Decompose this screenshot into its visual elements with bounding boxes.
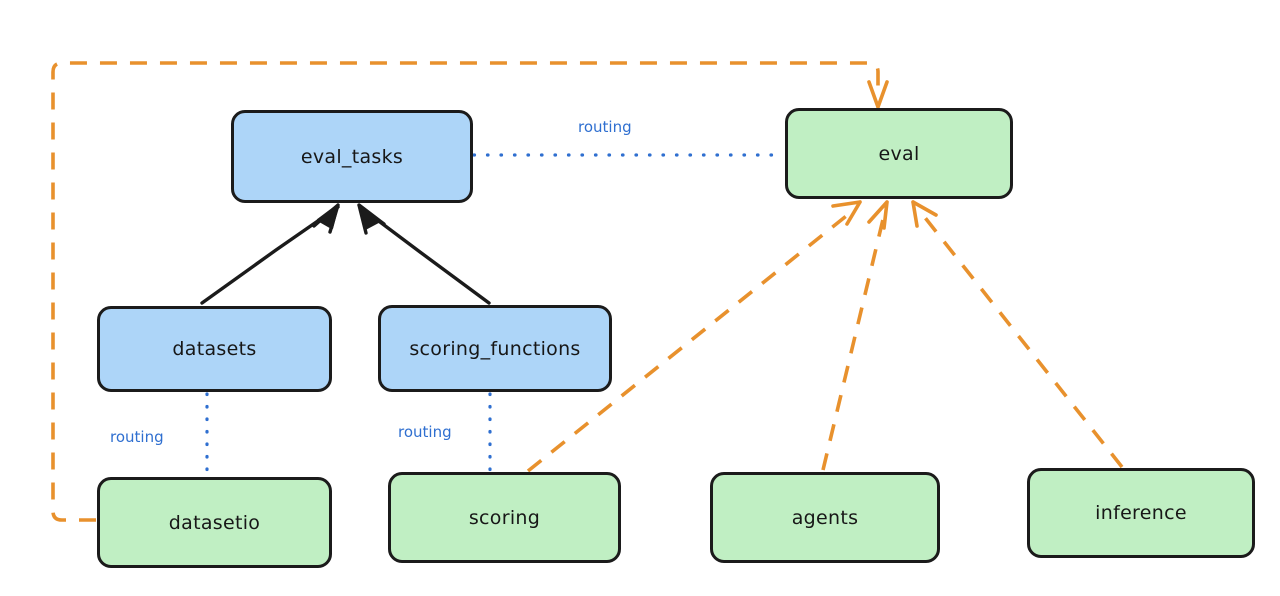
node-label-inference: inference	[1095, 502, 1187, 524]
node-label-scoring: scoring	[468, 506, 541, 529]
node-label-eval-tasks: eval_tasks	[300, 145, 404, 168]
edge-datasetio-to-eval	[51, 61, 889, 522]
edge-scoring-functions-to-eval-tasks	[357, 203, 491, 305]
node-label-scoring-functions: scoring_functions	[409, 337, 581, 360]
edge-label-routing-eval-tasks-eval: routing	[578, 118, 632, 136]
node-inference[interactable]: inference	[1027, 468, 1255, 558]
edge-datasets-to-eval-tasks	[200, 203, 340, 305]
edge-label-routing-scoring-functions-scoring: routing	[398, 423, 452, 441]
node-agents[interactable]: agents	[710, 472, 940, 563]
node-label-agents: agents	[791, 506, 859, 529]
node-datasets[interactable]: datasets	[97, 306, 332, 392]
node-label-datasets: datasets	[172, 338, 257, 360]
node-eval[interactable]: eval	[785, 108, 1013, 199]
edge-label-routing-datasets-datasetio: routing	[110, 428, 164, 446]
node-label-datasetio: datasetio	[168, 511, 261, 534]
edge-scoring-to-eval	[526, 200, 862, 473]
edge-agents-to-eval	[821, 200, 889, 471]
edge-inference-to-eval	[911, 200, 1124, 469]
node-datasetio[interactable]: datasetio	[97, 477, 332, 568]
node-label-eval: eval	[878, 142, 920, 165]
node-scoring[interactable]: scoring	[388, 472, 621, 563]
node-eval-tasks[interactable]: eval_tasks	[231, 110, 473, 203]
node-scoring-functions[interactable]: scoring_functions	[378, 305, 612, 392]
